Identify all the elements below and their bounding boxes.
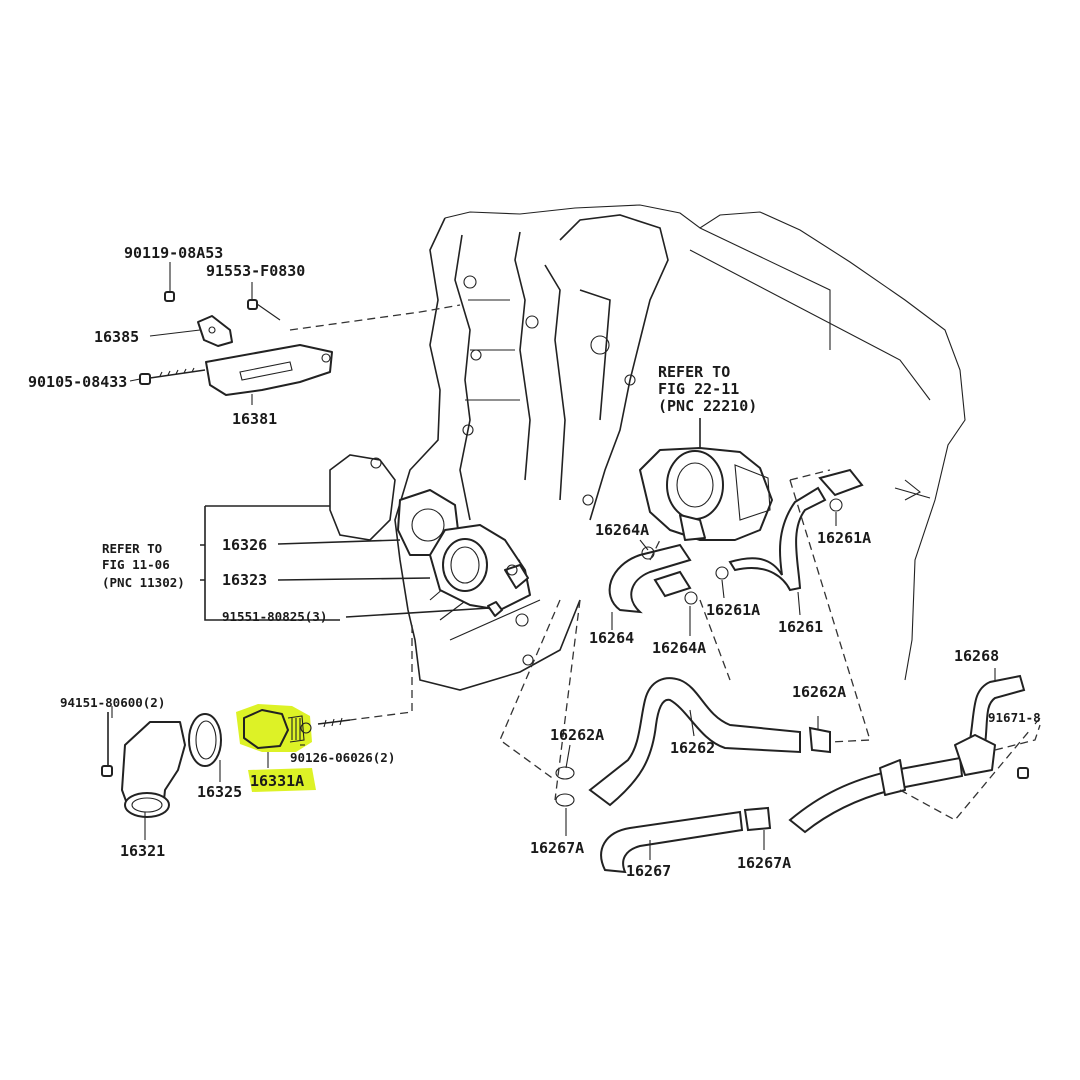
throttle-body-group (639, 418, 773, 541)
label-refer-fig-11-line3: (PNC 11302) (102, 575, 185, 590)
water-outlet-group (200, 489, 531, 721)
label-90105-08433: 90105-08433 (28, 373, 127, 391)
hose-group (499, 468, 1041, 874)
hose-16262 (588, 677, 801, 807)
label-94151-80600: 94151-80600(2) (60, 695, 165, 710)
engine-block (329, 204, 966, 691)
label-refer-fig-11-line2: FIG 11-06 (102, 557, 170, 572)
label-16331A: 16331A (250, 772, 304, 790)
thermostat-16331A (243, 709, 289, 749)
thermostat-group (101, 704, 351, 840)
bracket-assembly (129, 262, 461, 405)
label-16264A-bottom: 16264A (652, 639, 706, 657)
hose-16267 (600, 810, 744, 874)
leader-lines (565, 512, 837, 860)
part-labels: 90119-08A53 91553-F0830 16385 90105-0843… (28, 244, 1041, 880)
label-16267A-right: 16267A (737, 854, 791, 872)
label-16267: 16267 (626, 862, 671, 880)
hose-16261 (728, 486, 827, 592)
label-91671-8: 91671-8 (988, 710, 1041, 725)
label-refer-fig-22-line1: REFER TO (658, 363, 730, 381)
label-91553-F0830: 91553-F0830 (206, 262, 305, 280)
label-refer-fig-11-line1: REFER TO (102, 541, 162, 556)
label-16323: 16323 (222, 571, 267, 589)
bracket-16381 (205, 344, 333, 396)
label-16264A-top: 16264A (595, 521, 649, 539)
label-16262A-left: 16262A (550, 726, 604, 744)
label-refer-fig-22-line2: FIG 22-11 (658, 380, 739, 398)
label-16385: 16385 (94, 328, 139, 346)
label-90126-06026: 90126-06026(2) (290, 750, 395, 765)
label-16267A-left: 16267A (530, 839, 584, 857)
label-16381: 16381 (232, 410, 277, 428)
label-16261A-mid: 16261A (706, 601, 760, 619)
thermostat-highlight (236, 704, 312, 752)
pipe-16268 (788, 756, 964, 834)
label-91551-80825: 91551-80825(3) (222, 609, 327, 624)
label-16326: 16326 (222, 536, 267, 554)
label-16321: 16321 (120, 842, 165, 860)
label-16325: 16325 (197, 783, 242, 801)
hose-16264 (608, 543, 692, 614)
label-refer-fig-22-line3: (PNC 22210) (658, 397, 757, 415)
label-16262: 16262 (670, 739, 715, 757)
label-16261A-top: 16261A (817, 529, 871, 547)
label-90119-08A53: 90119-08A53 (124, 244, 223, 262)
label-16261: 16261 (778, 618, 823, 636)
label-16262A-right: 16262A (792, 683, 846, 701)
label-16268: 16268 (954, 647, 999, 665)
label-16264: 16264 (589, 629, 634, 647)
